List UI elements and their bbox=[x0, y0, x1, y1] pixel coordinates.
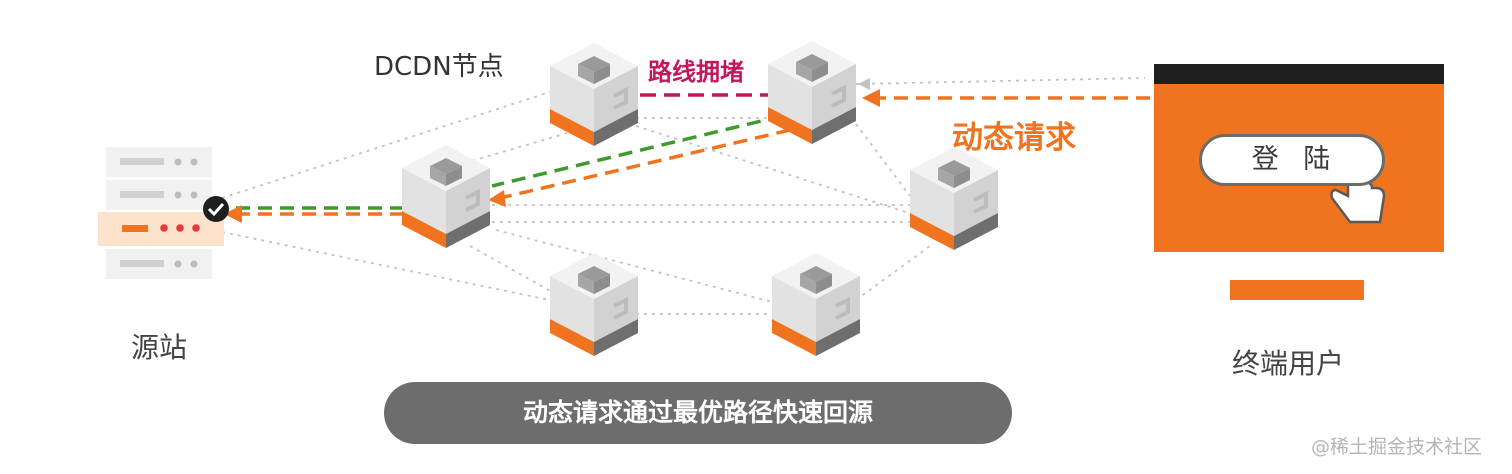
cube-node-icon bbox=[548, 251, 640, 358]
request-route-orange bbox=[238, 96, 1150, 216]
check-circle-icon bbox=[203, 196, 229, 222]
server-stack-icon bbox=[98, 147, 224, 279]
cube-node-icon bbox=[766, 39, 858, 146]
origin-label: 源站 bbox=[131, 331, 188, 364]
optimal-route-green bbox=[232, 114, 783, 210]
arrowhead-to-origin bbox=[224, 205, 242, 223]
dcdn-node-label: DCDN节点 bbox=[374, 52, 504, 82]
congestion-label: 路线拥堵 bbox=[648, 58, 744, 86]
cube-node-icon bbox=[548, 41, 640, 148]
arrowhead-to-edge bbox=[488, 190, 506, 207]
end-user-label: 终端用户 bbox=[1232, 347, 1345, 380]
arrowhead-gray bbox=[858, 78, 870, 90]
watermark: @稀土掘金技术社区 bbox=[1310, 436, 1482, 458]
cube-node-icon bbox=[400, 143, 492, 250]
cube-node-icon bbox=[770, 251, 862, 358]
caption-banner: 动态请求通过最优路径快速回源 bbox=[384, 382, 1012, 444]
dynamic-request-label: 动态请求 bbox=[952, 120, 1076, 156]
cube-node-icon bbox=[908, 145, 1000, 252]
login-button[interactable]: 登 陆 bbox=[1199, 134, 1385, 186]
mesh-links bbox=[221, 77, 1146, 315]
arrowhead-to-node bbox=[862, 89, 880, 107]
